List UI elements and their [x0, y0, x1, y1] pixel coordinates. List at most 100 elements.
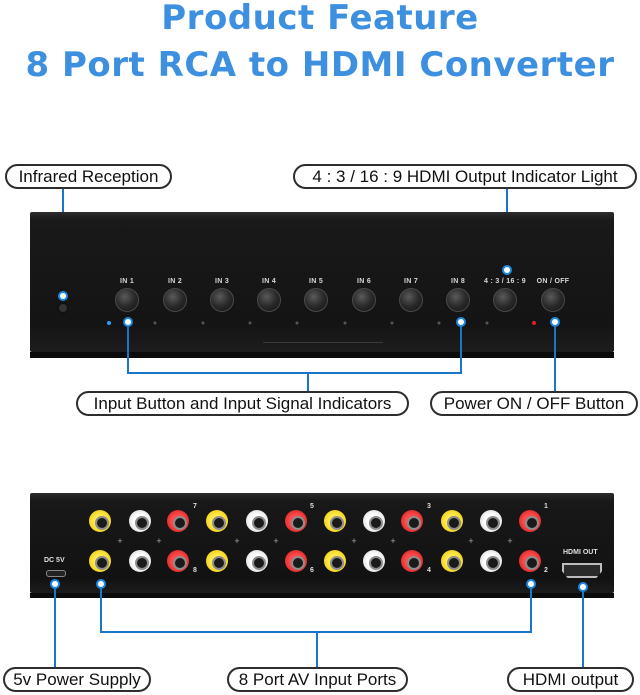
power-button[interactable]	[541, 288, 565, 312]
callout-point-infrared	[58, 291, 68, 301]
callout-point-dc	[50, 579, 60, 589]
callout-point-power	[550, 317, 560, 327]
rca-jack-white	[363, 510, 385, 532]
input-6-button[interactable]	[352, 288, 376, 312]
button-label-in3: IN 3	[214, 278, 230, 285]
label-power-supply: 5v Power Supply	[3, 667, 151, 692]
rca-jack-yellow	[441, 550, 463, 572]
button-label-in8: IN 8	[450, 278, 466, 285]
rca-jack-red	[167, 510, 189, 532]
button-label-aspect: 4 : 3 / 16 : 9	[484, 278, 526, 285]
rca-jack-yellow	[206, 550, 228, 572]
label-av-input-ports: 8 Port AV Input Ports	[227, 667, 408, 692]
port-number-8: 8	[193, 567, 197, 574]
port-number-5: 5	[310, 503, 314, 510]
dc-5v-label: DC 5V	[44, 557, 65, 564]
rca-jack-red	[167, 550, 189, 572]
rca-jack-yellow	[324, 510, 346, 532]
plus-icon: +	[234, 536, 240, 546]
port-number-6: 6	[310, 567, 314, 574]
callout-point-av-right	[526, 579, 536, 589]
plus-icon: +	[156, 536, 162, 546]
callout-point-input1	[123, 317, 133, 327]
dc-power-port	[46, 570, 66, 577]
plus-icon: +	[390, 536, 396, 546]
rear-panel-base	[30, 593, 614, 598]
label-aspect-indicator: 4 : 3 / 16 : 9 HDMI Output Indicator Lig…	[293, 164, 637, 189]
line-av-left	[100, 589, 102, 632]
plus-icon: +	[273, 536, 279, 546]
button-label-in2: IN 2	[167, 278, 183, 285]
button-label-in6: IN 6	[356, 278, 372, 285]
line-input-left	[127, 327, 129, 373]
rca-jack-red	[285, 510, 307, 532]
line-input-bridge	[127, 372, 462, 374]
rca-jack-yellow	[89, 510, 111, 532]
rca-jack-white	[129, 550, 151, 572]
line-power	[554, 327, 556, 391]
callout-point-input8	[456, 317, 466, 327]
plus-icon: +	[351, 536, 357, 546]
input-1-button[interactable]	[115, 288, 139, 312]
rca-jack-white	[129, 510, 151, 532]
port-number-2: 2	[544, 567, 548, 574]
button-label-in7: IN 7	[403, 278, 419, 285]
input-5-button[interactable]	[304, 288, 328, 312]
label-input-buttons: Input Button and Input Signal Indicators	[76, 391, 409, 416]
rca-jack-yellow	[441, 510, 463, 532]
input-7-button[interactable]	[399, 288, 423, 312]
plus-icon: +	[507, 536, 513, 546]
label-hdmi-output: HDMI output	[507, 667, 634, 692]
port-number-3: 3	[427, 503, 431, 510]
indicator-led	[201, 321, 205, 325]
indicator-led	[153, 321, 157, 325]
indicator-led-blue	[107, 321, 111, 325]
port-number-4: 4	[427, 567, 431, 574]
front-panel-seam	[263, 342, 383, 343]
indicator-led	[437, 321, 441, 325]
button-label-power: ON / OFF	[536, 278, 570, 285]
button-label-in5: IN 5	[308, 278, 324, 285]
line-input-stem	[307, 372, 309, 391]
indicator-led	[390, 321, 394, 325]
label-power-button: Power ON / OFF Button	[430, 391, 638, 416]
rca-jack-white	[246, 510, 268, 532]
rca-jack-white	[480, 550, 502, 572]
rca-jack-yellow	[89, 550, 111, 572]
port-number-1: 1	[544, 503, 548, 510]
input-2-button[interactable]	[163, 288, 187, 312]
page-title: Product Feature	[161, 0, 479, 38]
line-av-stem	[316, 631, 318, 667]
page-subtitle: 8 Port RCA to HDMI Converter	[25, 45, 615, 85]
infrared-sensor	[57, 302, 69, 314]
rca-jack-white	[363, 550, 385, 572]
port-number-7: 7	[193, 503, 197, 510]
plus-icon: +	[117, 536, 123, 546]
line-av-right	[530, 589, 532, 632]
rear-panel	[30, 493, 614, 593]
button-label-in4: IN 4	[261, 278, 277, 285]
input-3-button[interactable]	[210, 288, 234, 312]
indicator-led	[248, 321, 252, 325]
hdmi-out-label: HDMI OUT	[563, 549, 598, 556]
line-hdmi	[582, 592, 584, 667]
callout-point-hdmi	[578, 582, 588, 592]
indicator-led	[343, 321, 347, 325]
rca-jack-yellow	[324, 550, 346, 572]
rca-jack-red	[519, 550, 541, 572]
plus-icon: +	[468, 536, 474, 546]
front-panel-base	[30, 352, 614, 358]
rca-jack-yellow	[206, 510, 228, 532]
input-8-button[interactable]	[446, 288, 470, 312]
rca-jack-white	[246, 550, 268, 572]
hdmi-port	[562, 563, 602, 578]
rca-jack-red	[519, 510, 541, 532]
label-infrared-reception: Infrared Reception	[5, 164, 172, 189]
button-label-in1: IN 1	[119, 278, 135, 285]
aspect-ratio-button[interactable]	[493, 288, 517, 312]
input-4-button[interactable]	[257, 288, 281, 312]
callout-point-av-left	[96, 579, 106, 589]
line-input-right	[460, 327, 462, 373]
rca-jack-red	[401, 550, 423, 572]
rca-jack-red	[285, 550, 307, 572]
